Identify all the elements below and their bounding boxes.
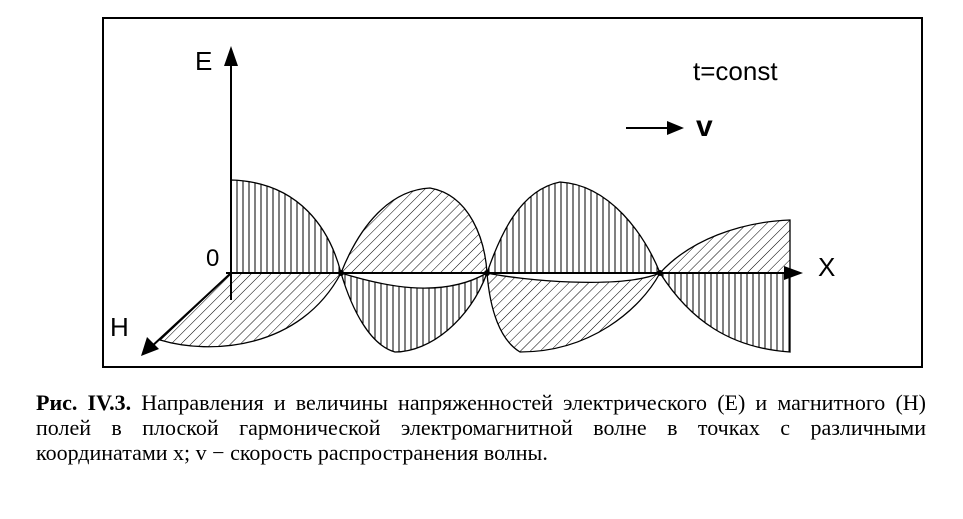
e-axis-label: E (195, 46, 212, 76)
x-axis-arrowhead (784, 266, 803, 280)
node-point-3 (657, 270, 663, 276)
e-field-lobe-3 (486, 181, 661, 274)
e-field-lobe-1 (230, 179, 342, 274)
e-field-lobe-4 (658, 272, 791, 353)
h-axis-arrowhead (141, 337, 159, 356)
figure-number: Рис. IV.3. (36, 390, 132, 415)
x-axis-label: X (818, 252, 835, 282)
diagram-frame (102, 17, 923, 368)
e-field-lobe-2 (340, 271, 489, 353)
velocity-arrowhead (667, 121, 684, 135)
origin-label: 0 (206, 245, 219, 272)
e-axis-arrowhead (224, 46, 238, 66)
node-point-1 (338, 270, 344, 276)
h-axis (149, 272, 232, 349)
h-axis-label: H (110, 312, 129, 342)
h-field-lobe-3 (486, 271, 662, 353)
h-field-lobe-4 (658, 219, 791, 274)
h-field-lobe-1 (158, 272, 343, 348)
node-point-2 (484, 270, 490, 276)
caption-text: Направления и величины напряженностей эл… (36, 390, 926, 465)
h-field-lobe-2 (340, 187, 488, 274)
velocity-label: v (696, 110, 713, 143)
time-label: t=const (693, 56, 778, 86)
wave-diagram: E X H 0 t=const v (102, 17, 923, 368)
figure-caption: Рис. IV.3. Направления и величины напряж… (36, 390, 926, 465)
